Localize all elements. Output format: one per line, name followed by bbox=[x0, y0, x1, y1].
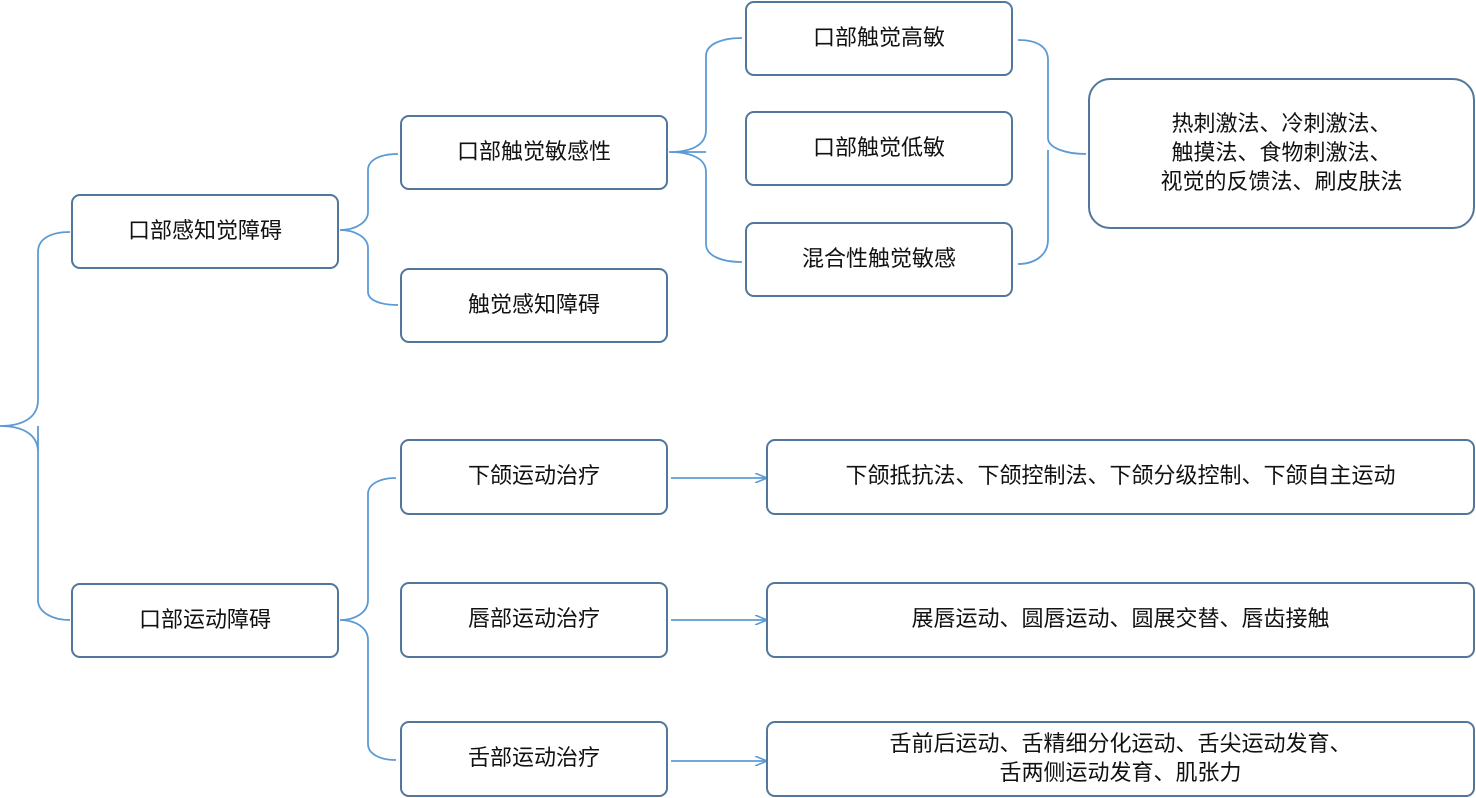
node-lip-therapy: 唇部运动治疗 bbox=[400, 582, 668, 658]
node-sensory-methods: 热刺激法、冷刺激法、 触摸法、食物刺激法、 视觉的反馈法、刷皮肤法 bbox=[1088, 78, 1475, 229]
node-tactile-hypersensitivity: 口部触觉高敏 bbox=[745, 1, 1013, 76]
node-label: 舌前后运动、舌精细分化运动、舌尖运动发育、 舌两侧运动发育、肌张力 bbox=[889, 731, 1352, 786]
node-label: 口部运动障碍 bbox=[138, 607, 271, 633]
node-label: 舌部运动治疗 bbox=[467, 746, 600, 772]
node-mixed-sensitivity: 混合性触觉敏感 bbox=[745, 222, 1013, 297]
node-label: 口部感知觉障碍 bbox=[127, 218, 282, 244]
root-brace bbox=[0, 231, 71, 621]
node-lip-methods: 展唇运动、圆唇运动、圆展交替、唇齿接触 bbox=[766, 582, 1475, 658]
node-label: 口部触觉敏感性 bbox=[456, 139, 611, 165]
node-oral-tactile-sensitivity: 口部触觉敏感性 bbox=[400, 115, 668, 190]
node-label: 混合性触觉敏感 bbox=[801, 246, 956, 272]
node-label: 展唇运动、圆唇运动、圆展交替、唇齿接触 bbox=[911, 607, 1330, 633]
node-oral-motor-disorder: 口部运动障碍 bbox=[71, 583, 339, 658]
node-label: 触觉感知障碍 bbox=[467, 292, 600, 318]
sensitivity-brace bbox=[668, 37, 743, 263]
node-label: 下颌抵抗法、下颌控制法、下颌分级控制、下颌自主运动 bbox=[845, 464, 1396, 490]
node-label: 唇部运动治疗 bbox=[467, 607, 600, 633]
node-label: 口部触觉高敏 bbox=[812, 25, 945, 51]
node-label: 热刺激法、冷刺激法、 触摸法、食物刺激法、 视觉的反馈法、刷皮肤法 bbox=[1160, 111, 1403, 196]
node-oral-perception-disorder: 口部感知觉障碍 bbox=[71, 194, 339, 269]
node-jaw-therapy: 下颌运动治疗 bbox=[400, 439, 668, 515]
node-tongue-methods: 舌前后运动、舌精细分化运动、舌尖运动发育、 舌两侧运动发育、肌张力 bbox=[766, 721, 1475, 797]
motor-brace bbox=[339, 477, 397, 761]
node-tongue-therapy: 舌部运动治疗 bbox=[400, 721, 668, 797]
perception-brace bbox=[339, 153, 399, 306]
node-tactile-perception-disorder: 触觉感知障碍 bbox=[400, 268, 668, 343]
node-tactile-hyposensitivity: 口部触觉低敏 bbox=[745, 111, 1013, 186]
node-label: 口部触觉低敏 bbox=[812, 135, 945, 161]
node-label: 下颌运动治疗 bbox=[467, 464, 600, 490]
node-jaw-methods: 下颌抵抗法、下颌控制法、下颌分级控制、下颌自主运动 bbox=[766, 439, 1475, 515]
methods-brace bbox=[1017, 39, 1087, 265]
